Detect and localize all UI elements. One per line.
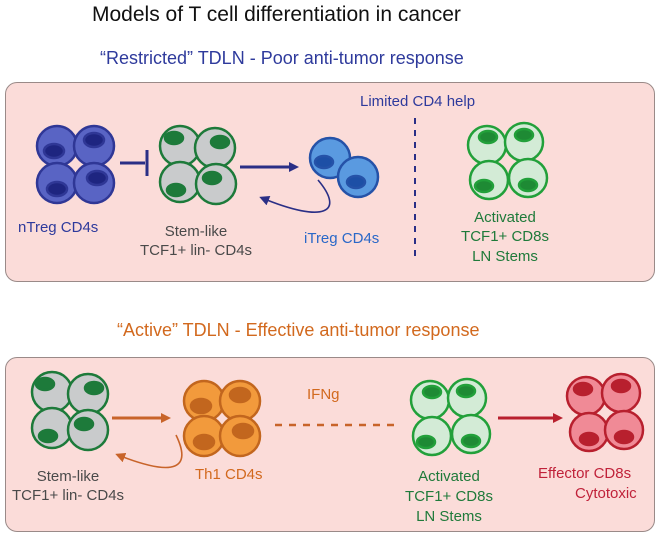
activated-cd8-cluster-restricted bbox=[466, 121, 549, 201]
th1-label: Th1 CD4s bbox=[195, 466, 263, 483]
ln-stems-label-top: LN Stems bbox=[472, 248, 538, 265]
itreg-cell-cluster bbox=[308, 136, 380, 199]
ifng-label: IFNg bbox=[307, 386, 340, 403]
ntreg-label: nTreg CD4s bbox=[18, 219, 99, 236]
inhibition-arrow bbox=[120, 150, 149, 176]
stem-like-label-bottom: Stem-like bbox=[36, 468, 100, 485]
activated-label-bottom: Activated bbox=[418, 468, 480, 485]
active-heading: “Active” TDLN - Effective anti-tumor res… bbox=[117, 320, 480, 340]
itreg-label: iTreg CD4s bbox=[304, 230, 380, 247]
feedback-arrow-active bbox=[115, 434, 183, 469]
ntreg-cell-cluster bbox=[35, 124, 116, 205]
stem-like-sublabel-bottom: TCF1+ lin- CD4s bbox=[11, 487, 125, 504]
activated-cd8-label-top: TCF1+ CD8s bbox=[461, 228, 549, 245]
cytotoxic-label: Cytotoxic bbox=[575, 485, 637, 502]
restricted-heading: “Restricted” TDLN - Poor anti-tumor resp… bbox=[100, 48, 464, 68]
active-panel bbox=[5, 357, 655, 532]
activated-cd8-label-bottom: TCF1+ CD8s bbox=[405, 488, 493, 505]
feedback-arrow-restricted bbox=[259, 179, 331, 213]
stem-like-cell-cluster-top bbox=[158, 124, 238, 206]
activated-cd8-cluster-active bbox=[409, 377, 492, 457]
ln-stems-label-bottom: LN Stems bbox=[416, 508, 482, 525]
activated-label-top: Activated bbox=[474, 209, 536, 226]
stem-like-sublabel-top: TCF1+ lin- CD4s bbox=[139, 242, 253, 259]
effector-cd8-cluster bbox=[565, 372, 645, 453]
th1-cell-cluster bbox=[182, 379, 262, 458]
effector-label: Effector CD8s bbox=[538, 465, 632, 482]
stem-like-cell-cluster-bottom bbox=[30, 370, 110, 452]
limited-cd4-help-label: Limited CD4 help bbox=[360, 93, 476, 110]
title: Models of T cell differentiation in canc… bbox=[92, 3, 461, 26]
stem-like-label-top: Stem-like bbox=[164, 223, 228, 240]
